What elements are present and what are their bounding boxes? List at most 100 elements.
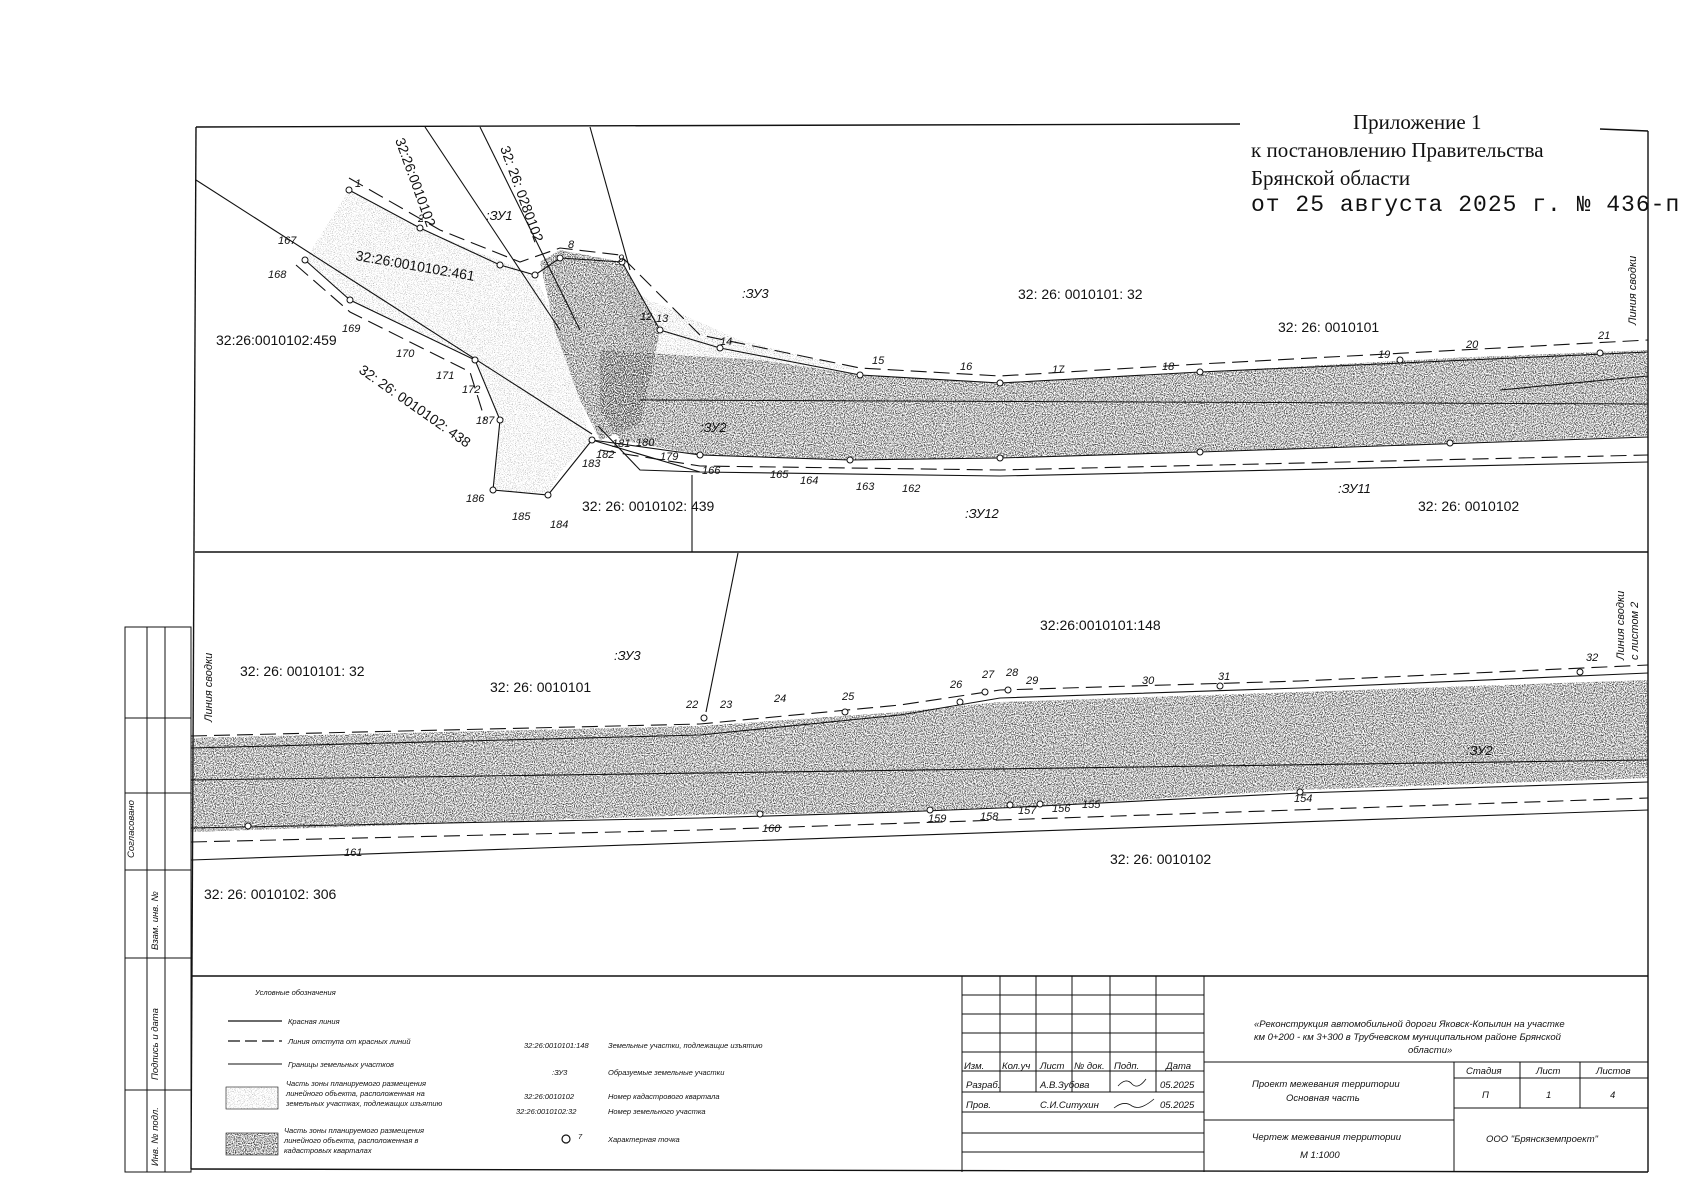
legend: Условные обозначения Красная линия Линия… <box>225 988 763 1156</box>
legend-zone-dark-2: линейного объекта, расположенная в <box>283 1136 418 1145</box>
side-stamp <box>124 626 192 1173</box>
pt-179: 185 <box>512 511 531 523</box>
stage-value-3: 4 <box>1610 1090 1615 1101</box>
label-quarter-0010102: 32: 26: 0010102 <box>1418 498 1519 514</box>
stamp-soglasovano: Согласовано <box>126 800 137 858</box>
pt-170: 164 <box>800 475 818 487</box>
drawing-scale: М 1:1000 <box>1300 1150 1340 1161</box>
legend-withdrawn: Земельные участки, подлежащие изъятию <box>608 1041 763 1050</box>
drawing-name: Чертеж межевания территории <box>1252 1132 1402 1143</box>
title-block <box>961 976 1648 1172</box>
project-title-3: области» <box>1408 1045 1452 1056</box>
pt-185: 169 <box>342 323 360 335</box>
label-quarter-0010101: 32: 26: 0010101 <box>1278 319 1379 335</box>
pt-174: 180 <box>636 437 655 449</box>
legend-title: Условные обозначения <box>254 988 336 997</box>
header-line-2: к постановлению Правительства <box>1251 138 1544 162</box>
pt-171: 165 <box>770 469 789 481</box>
legend-quarter: Номер кадастрового квартала <box>608 1092 720 1101</box>
zone-light-branch <box>600 270 860 370</box>
label-quarter-0010102-bottom: 32: 26: 0010102 <box>1110 851 1211 867</box>
stage-value-1: П <box>1482 1090 1489 1101</box>
label-road-a: 32:26:0010102 <box>392 136 439 229</box>
row-razrab-name: А.В.Зубова <box>1039 1080 1089 1091</box>
label-svodka-right2: с листом 2 <box>1629 602 1641 660</box>
col-izm: Изм. <box>964 1061 984 1072</box>
legend-sample-parcel: 32:26:0010102:32 <box>516 1107 577 1116</box>
pt-20: 20 <box>1465 339 1479 351</box>
pt-173: 179 <box>660 451 678 463</box>
section-title-2: Основная часть <box>1286 1093 1360 1104</box>
header-line-1: Приложение 1 <box>1353 110 1482 134</box>
label-parcel-439: 32: 26: 0010102: 439 <box>582 498 715 514</box>
pt-181: 187 <box>476 415 495 427</box>
label-parcel-32-bottom: 32: 26: 0010101: 32 <box>240 663 365 679</box>
label-svodka-left: Линия сводки <box>203 653 215 723</box>
pt-15: 15 <box>872 355 885 367</box>
label-parcel-148: 32:26:0010101:148 <box>1040 617 1161 633</box>
pt-178: 184 <box>550 519 568 531</box>
label-parcel-306: 32: 26: 0010102: 306 <box>204 886 337 902</box>
stamp-vzam: Взам. инв. № <box>150 891 161 950</box>
pt-160: 160 <box>762 823 781 835</box>
pt-182: 172 <box>462 384 480 396</box>
row-prov-date: 05.2025 <box>1160 1100 1195 1111</box>
legend-zone-light-3: земельных участках, подлежащих изъятию <box>285 1099 443 1108</box>
col-list: Лист <box>1039 1061 1065 1072</box>
row-prov-name: С.И.Ситухин <box>1040 1100 1100 1111</box>
pt-26: 26 <box>949 679 963 691</box>
legend-sample-quarter: 32:26:0010102 <box>524 1092 575 1101</box>
pt-169: 163 <box>856 481 875 493</box>
point-labels-top: 1 2 8 9 12 13 14 15 16 17 18 19 20 21 16… <box>268 178 1610 531</box>
stage-value-2: 1 <box>1546 1090 1551 1101</box>
pt-25: 25 <box>841 691 855 703</box>
legend-sample-148: 32:26:0010101:148 <box>524 1041 589 1050</box>
pt-175: 181 <box>612 438 630 450</box>
legend-boundaries: Границы земельных участков <box>288 1060 394 1069</box>
pt-19: 19 <box>1378 349 1390 361</box>
pt-14: 14 <box>720 336 732 348</box>
pt-16: 16 <box>960 361 973 373</box>
frame <box>190 123 1649 1173</box>
pt-31: 31 <box>1218 671 1230 683</box>
pt-172: 166 <box>702 465 721 477</box>
section-title-1: Проект межевания территории <box>1252 1079 1400 1090</box>
label-parcel-438: 32: 26: 0010102: 438 <box>356 361 474 450</box>
stage-header-3: Листов <box>1595 1066 1631 1077</box>
pt-187: 167 <box>278 235 297 247</box>
label-parcel-32: 32: 26: 0010101: 32 <box>1018 286 1143 302</box>
col-data: Дата <box>1165 1061 1191 1072</box>
header-line-4: от 25 августа 2025 г. № 436-п <box>1251 192 1681 218</box>
label-svodka-right1: Линия сводки <box>1615 591 1627 661</box>
col-podp: Подп. <box>1114 1061 1139 1072</box>
label-zu2-top: :ЗУ2 <box>700 420 727 435</box>
pt-17: 17 <box>1052 364 1065 376</box>
legend-offset-line: Линия отступа от красных линий <box>287 1037 411 1046</box>
label-zu3-bottom: :ЗУ3 <box>614 648 641 663</box>
label-zu1: :ЗУ1 <box>486 208 513 223</box>
legend-point: Характерная точка <box>607 1135 680 1144</box>
label-quarter-0010101-bottom: 32: 26: 0010101 <box>490 679 591 695</box>
col-koluch: Кол.уч <box>1002 1061 1030 1072</box>
pt-157: 157 <box>1018 805 1037 817</box>
label-zu3-top: :ЗУ3 <box>742 286 769 301</box>
pt-184: 170 <box>396 348 415 360</box>
pt-22: 22 <box>685 699 698 711</box>
pt-28: 28 <box>1005 667 1019 679</box>
label-parcel-459: 32:26:0010102:459 <box>216 332 337 348</box>
pt-186: 168 <box>268 269 287 281</box>
pt-180: 186 <box>466 493 485 505</box>
label-svodka-top: Линия сводки <box>1627 256 1639 326</box>
row-prov-role: Пров. <box>966 1100 991 1111</box>
pt-29: 29 <box>1025 675 1038 687</box>
pt-21: 21 <box>1597 330 1610 342</box>
pt-1: 1 <box>355 178 361 190</box>
pt-9: 9 <box>618 253 624 265</box>
zone-dark-road-top <box>600 350 1648 460</box>
point-labels-bottom: 22 23 24 25 26 27 28 29 30 31 32 161 160… <box>344 652 1598 859</box>
pt-177: 183 <box>582 458 601 470</box>
signature-1 <box>1117 1078 1147 1087</box>
pt-2: 2 <box>417 213 424 225</box>
